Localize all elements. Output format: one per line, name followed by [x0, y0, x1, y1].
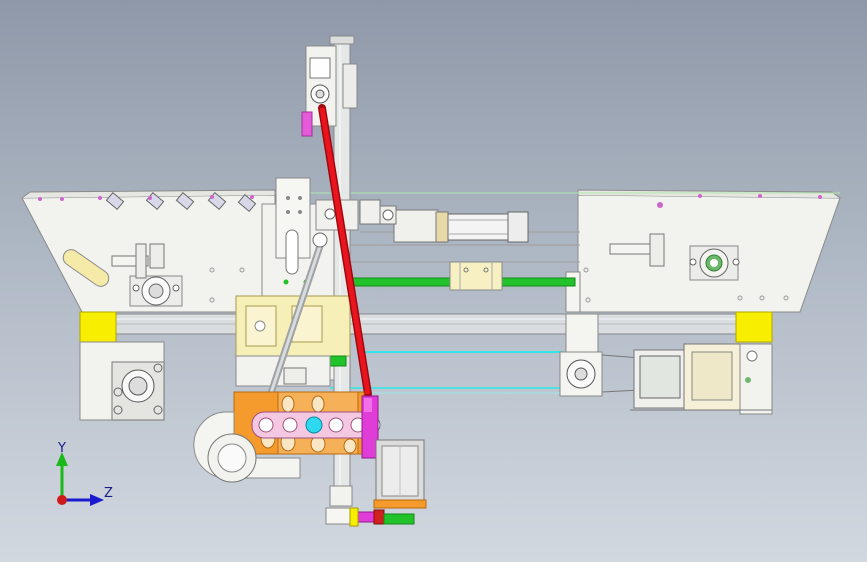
rail-carriage	[449, 261, 503, 291]
right-tensioner	[609, 233, 665, 267]
main-shaft	[79, 313, 771, 335]
axis-triad: Y Z	[56, 441, 113, 506]
gray-diagonal-link	[260, 232, 328, 418]
bottom-couplers	[349, 507, 415, 527]
shaft-end-caps	[79, 311, 773, 343]
right-drive-assembly	[559, 313, 773, 415]
right-frame-plate	[565, 189, 841, 313]
left-bearing	[129, 275, 183, 307]
left-frame-plate	[21, 189, 276, 313]
pink-link-plate	[251, 411, 381, 439]
magenta-end-piece	[361, 395, 379, 459]
servo-motor	[359, 199, 529, 243]
frame-fasteners	[105, 191, 257, 213]
lower-shaft-bearings	[325, 485, 355, 525]
cyan-guide-lines	[330, 351, 600, 394]
frame-slot	[62, 249, 110, 287]
left-tensioner	[111, 243, 165, 279]
red-diagonal-rod	[318, 104, 372, 398]
z-axis-label: Z	[104, 486, 113, 501]
origin-marker	[57, 495, 67, 505]
left-gear-motor	[79, 341, 165, 421]
right-bearing	[689, 245, 740, 281]
bottom-motor	[373, 439, 427, 509]
round-pulley	[193, 411, 301, 483]
top-rod-clevis	[301, 45, 337, 137]
y-axis-label: Y	[57, 441, 66, 456]
